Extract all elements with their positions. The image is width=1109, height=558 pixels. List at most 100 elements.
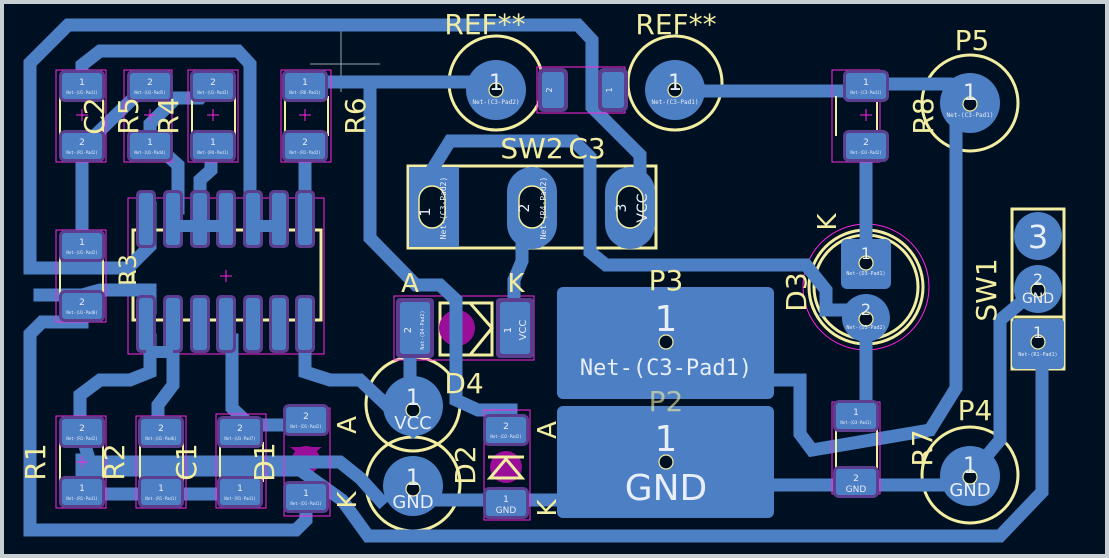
pad-net: Net-(U1-Pad1) — [66, 90, 97, 95]
u1-pin-11[interactable] — [216, 190, 236, 248]
u1-pin-5[interactable] — [243, 295, 263, 353]
p4-pad[interactable]: 1 GND — [940, 446, 1000, 506]
pad-number: 1 — [503, 495, 509, 505]
pad-number: 1 — [655, 299, 678, 340]
u1-pin-7[interactable] — [295, 295, 315, 353]
pad-number: 1 — [655, 419, 678, 460]
pad-net: VCC — [518, 320, 529, 341]
u1-pin-2[interactable] — [163, 295, 183, 353]
pad-number: 2 — [503, 422, 509, 432]
u1-pin-10[interactable] — [243, 190, 263, 248]
u1-pin-12[interactable] — [190, 190, 210, 248]
p2-pad[interactable]: 1 GND — [557, 406, 774, 518]
pad-net: GND — [392, 492, 433, 513]
pad-net: Net-(C3-Pad2) — [439, 177, 448, 240]
u1-pin-8[interactable] — [295, 190, 315, 248]
sw2-pad-3[interactable]: 3 VCC — [605, 167, 655, 249]
pad-number: 1 — [79, 484, 85, 494]
ref-label-p4: P4 — [958, 394, 993, 427]
sw1-pad-1[interactable]: 1 Net-(R1-Pad1) — [1012, 319, 1064, 369]
ref-label-r5: R5 — [112, 97, 145, 134]
ref-label-d3-k: K — [813, 213, 843, 231]
d3-pad-2[interactable]: 2 Net-(D3-Pad2) — [842, 294, 890, 342]
ref-label-r1: R1 — [19, 443, 52, 480]
pad-number: 2 — [403, 327, 414, 333]
d4-pad-1[interactable]: 1 VCC — [496, 298, 534, 358]
ref-label-d1-a: A — [333, 416, 363, 434]
ref-label-c3: C3 — [568, 132, 605, 165]
pad-number: 1 — [418, 208, 434, 217]
ref-label-d2-k: K — [533, 499, 563, 517]
pad-number: 1 — [963, 81, 977, 106]
d2-polarity-dot — [490, 451, 522, 483]
pad-number: 2 — [147, 78, 153, 88]
ref2-pad[interactable]: 1 Net-(C3-Pad1) — [645, 60, 705, 120]
pad-number: 2 — [237, 424, 243, 434]
d4-pad-2[interactable]: 2 Net-(D4-Pad2) — [396, 298, 434, 358]
u1-pin-3[interactable] — [190, 295, 210, 353]
pad-number: 2 — [517, 204, 533, 213]
ref1-pad[interactable]: 1 Net-(C3-Pad2) — [466, 60, 526, 120]
pad-number: 1 — [668, 71, 682, 96]
u1-pin-14[interactable] — [136, 190, 156, 248]
pad-number: 1 — [158, 484, 164, 494]
d2-triangle — [486, 456, 526, 480]
gnd-pad[interactable]: 1 GND — [383, 456, 443, 516]
sw2-pad-1[interactable]: 1 Net-(C3-Pad2) — [409, 167, 459, 247]
sw1-pad-3[interactable]: 3 — [1014, 212, 1062, 260]
sw2-pad-2[interactable]: 2 Net-(R4-Pad2) — [507, 167, 557, 249]
c3-pads[interactable]: 2 1 — [538, 68, 628, 112]
pad-net: Net-(U1-Pad6) — [145, 436, 176, 441]
pad-net: Net-(R1-Pad1) — [224, 496, 255, 501]
pad-net: Net-(C3-Pad1) — [580, 356, 752, 381]
pad-net: GND — [949, 480, 990, 501]
u1-pin-4[interactable] — [216, 295, 236, 353]
sw1-pad-2[interactable]: 2 GND — [1014, 265, 1062, 313]
u1-pin-13[interactable] — [163, 190, 183, 248]
u1-pads — [136, 190, 315, 358]
pad-number: 1 — [1033, 323, 1043, 342]
u1-pin-9[interactable] — [269, 190, 289, 248]
ref-label-p3: P3 — [649, 264, 684, 297]
pad-net: Net-(U1-Pad4) — [134, 150, 165, 155]
pad-net: Net-(C3-Pad2) — [473, 99, 520, 106]
pad-number: 3 — [1028, 218, 1048, 256]
d3-pad-1[interactable]: 1 Net-(D3-Pad1) — [841, 239, 891, 289]
pad-net: GND — [1022, 291, 1054, 307]
pad-net: Net-(D3-Pad2) — [846, 325, 885, 331]
vcc-pad[interactable]: 1 VCC — [383, 376, 443, 436]
ref-label-r2: R2 — [98, 443, 131, 480]
pcb-board[interactable]: 1Net-(U1-Pad1)2Net-(R1-Pad2)2Net-(U1-Pad… — [4, 4, 1105, 554]
p3-pad[interactable]: 1 Net-(C3-Pad1) — [557, 287, 774, 399]
p5-pad[interactable]: 1 Net-(C3-Pad1) — [940, 73, 1000, 133]
u1-pin-6[interactable] — [269, 295, 289, 353]
u1-pin-1[interactable] — [136, 295, 156, 353]
d2-courtyard — [483, 409, 531, 521]
pad-net: GND — [496, 506, 517, 516]
